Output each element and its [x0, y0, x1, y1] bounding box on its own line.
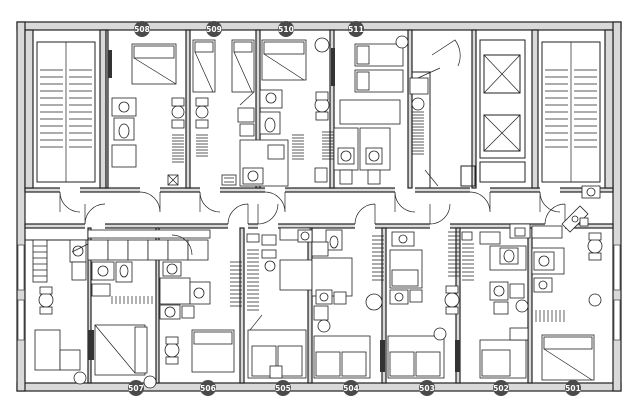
room-number-label: 509 [206, 25, 222, 34]
room-tag-501[interactable]: 501 [565, 380, 581, 396]
room-tag-506[interactable]: 506 [200, 380, 216, 396]
lift-core [424, 29, 526, 189]
room-tags-bottom: 507 506 505 504 503 502 501 [128, 380, 581, 396]
room-tag-511[interactable]: 511 [348, 21, 364, 37]
room-number-label: 508 [134, 25, 150, 34]
room-number-label: 504 [343, 384, 359, 393]
room-tags-top: 508 509 510 511 [134, 21, 364, 37]
room-tag-507[interactable]: 507 [128, 380, 144, 396]
stair-left [24, 29, 107, 189]
room-tag-504[interactable]: 504 [343, 380, 359, 396]
room-number-label: 502 [493, 384, 509, 393]
room-506 [159, 261, 242, 373]
room-510 [259, 37, 330, 183]
room-tag-505[interactable]: 505 [275, 380, 291, 396]
room-number-label: 507 [128, 384, 144, 393]
top-room-walls [105, 29, 431, 189]
room-508 [111, 43, 208, 186]
storage-row [71, 229, 211, 261]
room-number-label: 505 [275, 384, 291, 393]
stair-right [531, 29, 614, 189]
room-502 [461, 231, 529, 379]
room-tag-509[interactable]: 509 [206, 21, 222, 37]
exterior-walls [16, 21, 622, 392]
room-509 [192, 39, 289, 187]
room-number-label: 506 [200, 384, 216, 393]
room-number-label: 510 [278, 25, 294, 34]
room-505 [246, 233, 307, 379]
room-number-label: 501 [565, 384, 581, 393]
room-503 [372, 231, 460, 379]
room-504 [279, 227, 383, 379]
room-tag-502[interactable]: 502 [493, 380, 509, 396]
room-501 [509, 185, 603, 381]
fixture-symbols [221, 174, 589, 227]
room-507 [32, 239, 157, 389]
corridor [24, 187, 614, 229]
room-number-label: 503 [419, 384, 435, 393]
room-number-label: 511 [348, 25, 364, 34]
bottom-room-walls [25, 227, 533, 384]
room-tag-503[interactable]: 503 [419, 380, 435, 396]
room-tag-510[interactable]: 510 [278, 21, 294, 37]
room-tag-508[interactable]: 508 [134, 21, 150, 37]
room-511 [314, 35, 441, 185]
